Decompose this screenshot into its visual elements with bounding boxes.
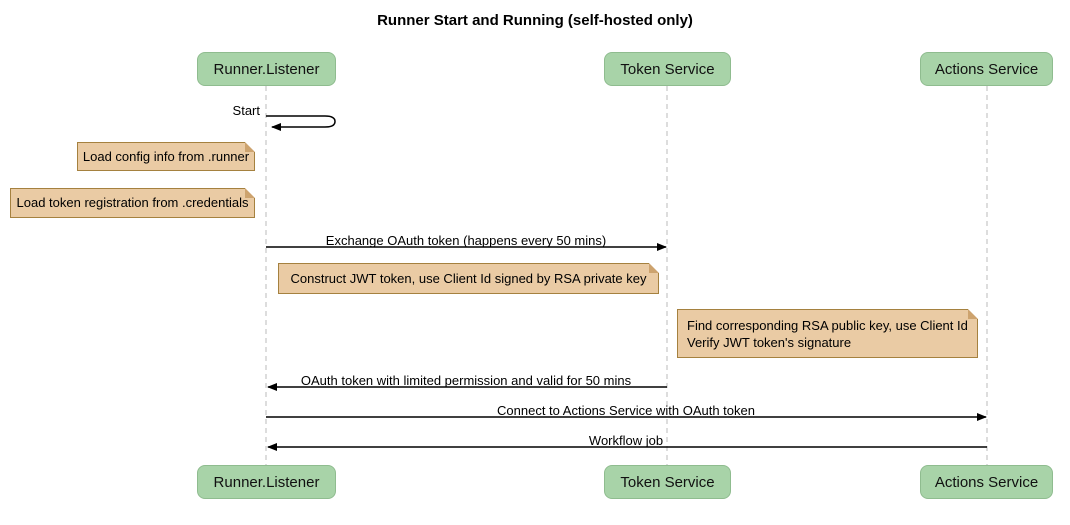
note-text-line2: Verify JWT token's signature [687, 335, 852, 350]
diagram-title: Runner Start and Running (self-hosted on… [377, 12, 693, 29]
participant-label: Actions Service [934, 60, 1039, 78]
message-label-start: Start [232, 103, 260, 118]
message-label-workflow-job: Workflow job [588, 433, 664, 448]
participant-token-service-top: Token Service [604, 52, 731, 86]
participant-actions-service-top: Actions Service [920, 52, 1053, 86]
message-label-oauth-token-return: OAuth token with limited permission and … [300, 373, 632, 388]
note-text: Load token registration from .credential… [16, 195, 249, 210]
participant-label: Token Service [620, 60, 715, 78]
note-text: Load config info from .runner [82, 149, 250, 164]
participant-actions-service-bottom: Actions Service [920, 465, 1053, 499]
note-load-token-registration: Load token registration from .credential… [10, 188, 255, 218]
participant-label: Runner.Listener [213, 473, 320, 491]
message-label-exchange-oauth: Exchange OAuth token (happens every 50 m… [325, 233, 607, 248]
note-load-config: Load config info from .runner [77, 142, 255, 171]
participant-token-service-bottom: Token Service [604, 465, 731, 499]
participant-runner-listener-bottom: Runner.Listener [197, 465, 336, 499]
participant-label: Runner.Listener [213, 60, 320, 78]
participant-runner-listener-top: Runner.Listener [197, 52, 336, 86]
note-verify-jwt: Find corresponding RSA public key, use C… [677, 309, 978, 358]
note-text-line1: Find corresponding RSA public key, use C… [687, 318, 968, 333]
message-label-connect-actions: Connect to Actions Service with OAuth to… [497, 403, 755, 418]
note-text: Construct JWT token, use Client Id signe… [290, 271, 647, 286]
participant-label: Actions Service [934, 473, 1039, 491]
message-arrow-start-self [266, 115, 336, 131]
note-construct-jwt: Construct JWT token, use Client Id signe… [278, 263, 659, 294]
participant-label: Token Service [620, 473, 715, 491]
